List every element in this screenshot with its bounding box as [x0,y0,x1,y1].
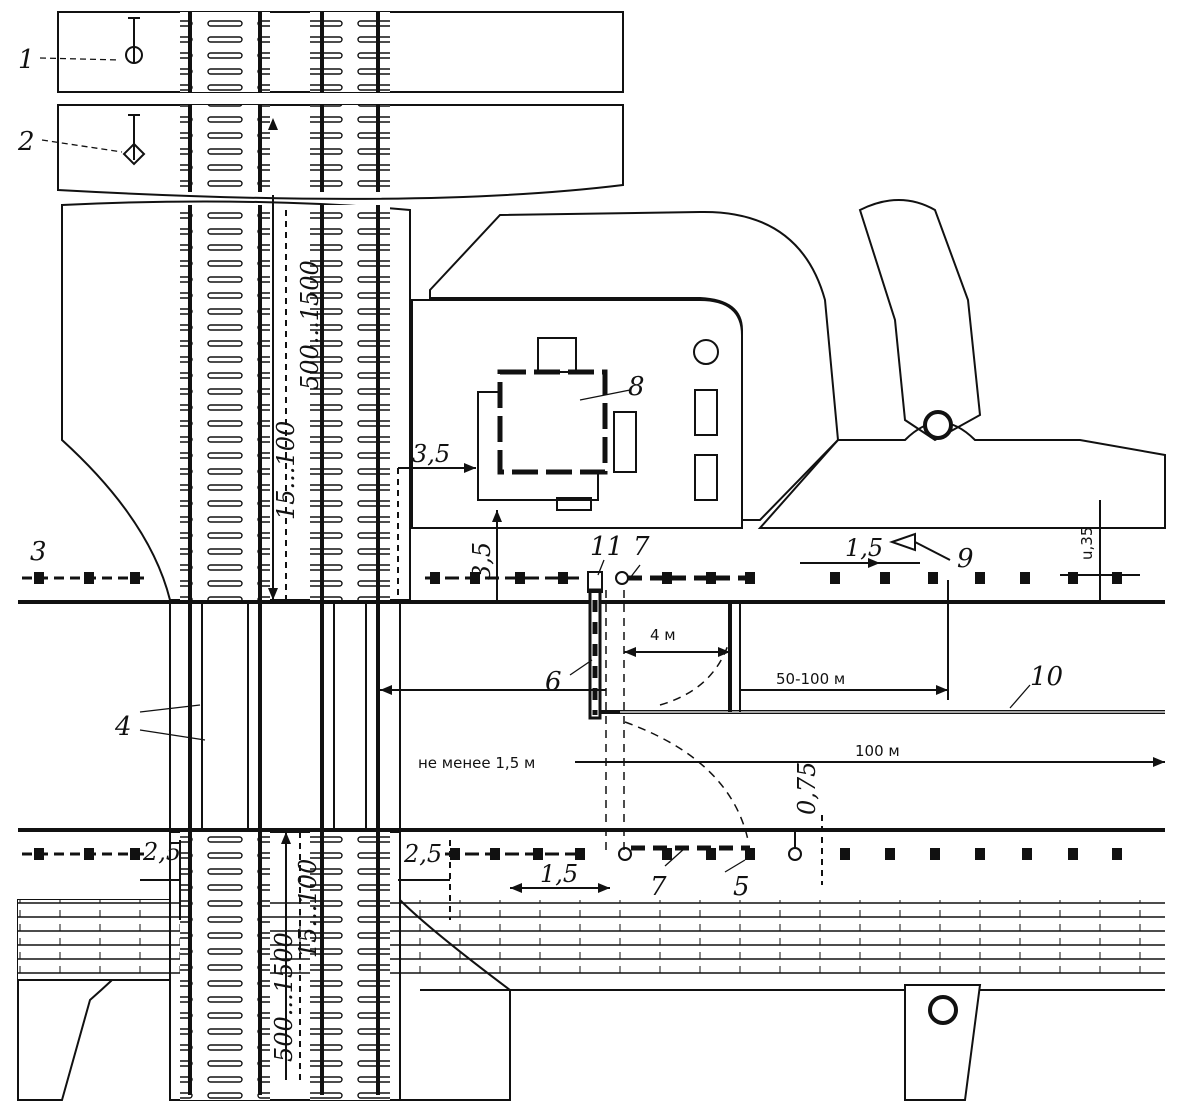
dim-100m: 100 м [855,742,900,760]
label-7a: 7 [633,532,650,562]
dim-15-100-bottom: 15...100 [294,859,322,958]
warning-sign-icon [888,532,916,552]
dim-500-1500-bottom: 500...1500 [270,932,298,1062]
dim-0-75: 0,75 [793,762,821,815]
barrier-bottom [618,830,802,861]
guard-posts-top-left [22,572,145,584]
upper-slope [429,199,1166,529]
label-4: 4 [114,712,132,742]
label-3: 3 [30,537,47,567]
lower-slope [17,897,1165,1101]
upper-embankment [61,200,411,601]
rails [188,205,380,1095]
label-2: 2 [17,127,35,157]
barrier-mechanism-icon [587,571,603,593]
label-8: 8 [628,372,645,402]
dim-500-1500-top: 500...1500 [296,260,324,390]
leader-lines [39,57,1031,873]
item-labels: 1 2 3 4 5 6 7 7 8 9 10 11 [17,45,1063,902]
barrier-arm [587,571,749,850]
dim-4m: 4 м [650,626,676,644]
dim-not-less-1-5m: не менее 1,5 м [418,754,535,772]
outbuilding-2 [694,454,718,501]
dim-50-100m: 50-100 м [776,670,845,688]
signal-icon-2 [122,114,146,166]
label-6: 6 [545,667,562,697]
lamp-post-top [923,410,953,440]
dimension-labels: 15...100 500...1500 3,5 3,5 1,5 u,35 4 м… [142,260,1096,1062]
guard-posts-bottom-left [22,848,145,860]
dim-15-100-top: 15...100 [272,421,300,520]
guard-posts-bottom-mid [445,848,585,860]
dimension-lines [140,118,1165,1080]
guard-posts-bottom-right [840,848,1122,860]
dim-3-5-vertical: 3,5 [468,542,496,580]
track-fragment-1 [57,11,624,93]
label-7b: 7 [650,872,667,902]
duty-building [477,337,637,511]
dim-u35: u,35 [1078,527,1096,560]
label-5: 5 [733,872,750,902]
barrier-top [615,571,760,585]
track-fragment-2 [57,104,624,200]
lamp-post-bottom [928,995,958,1025]
dim-1-5-bottom: 1,5 [540,860,578,888]
crossing-deck [169,601,401,831]
dim-1-5-top: 1,5 [845,534,883,562]
dim-3-5-horizontal: 3,5 [412,440,450,468]
label-1: 1 [18,45,35,75]
guard-posts-top-mid [425,572,585,584]
dim-2-5-left: 2,5 [142,838,181,866]
outbuilding-1 [694,389,718,436]
label-11: 11 [590,532,623,562]
dim-2-5-right: 2,5 [403,840,442,868]
signal-icon-1 [125,17,143,64]
label-9: 9 [957,544,974,574]
well-icon [693,339,719,365]
station-plot [411,299,743,529]
label-10: 10 [1030,662,1063,692]
guard-posts-top-right [830,572,1122,584]
